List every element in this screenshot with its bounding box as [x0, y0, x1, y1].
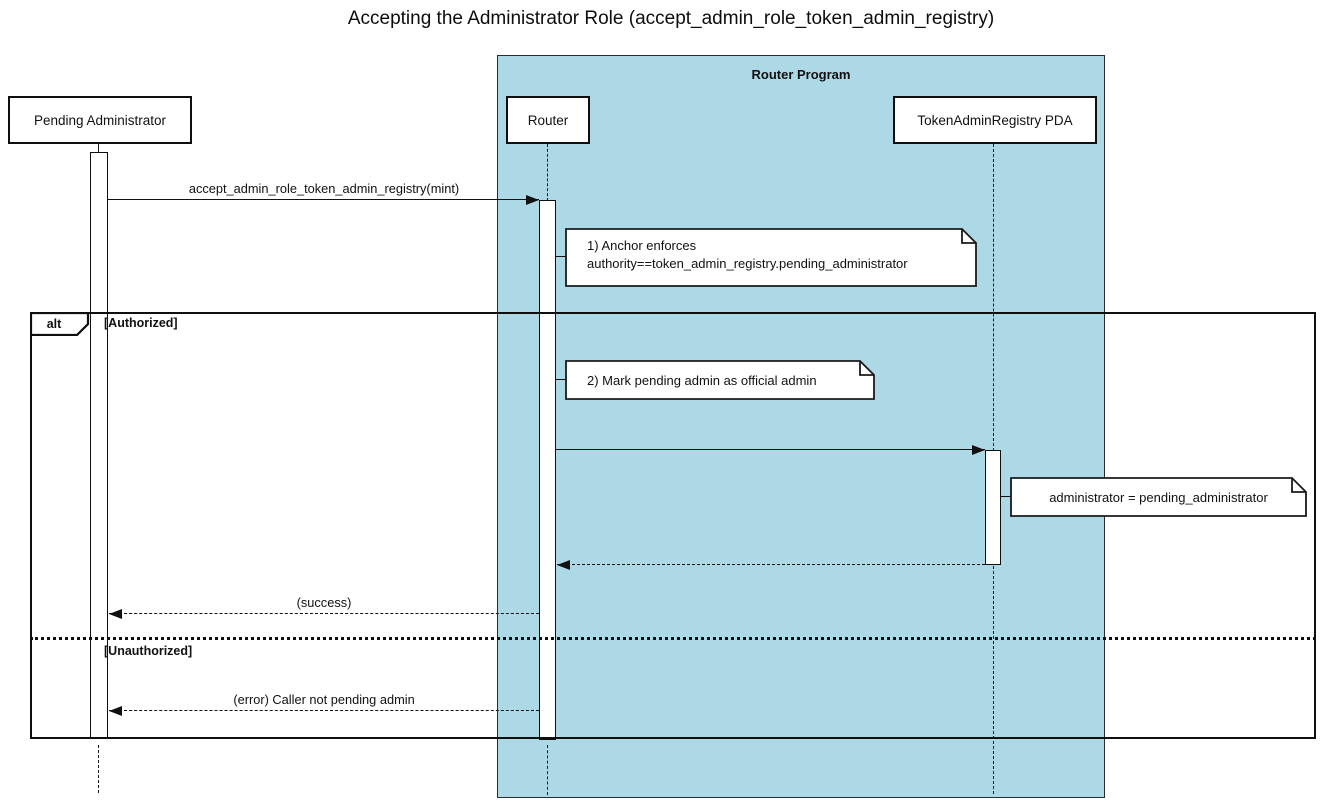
note-text: administrator = pending_administrator: [1010, 477, 1307, 517]
participant-label: Pending Administrator: [33, 112, 167, 128]
message-line-error: [109, 710, 539, 711]
participant-pending-administrator: Pending Administrator: [8, 96, 192, 144]
lifeline-registry-pda-bottom: [993, 566, 994, 794]
participant-router: Router: [506, 96, 590, 144]
note-text: 1) Anchor enforces authority==token_admi…: [565, 228, 999, 296]
note-connector: [555, 379, 566, 380]
alt-divider: [30, 637, 1316, 640]
note-shape: [565, 360, 875, 400]
message-label-accept-admin-role: accept_admin_role_token_admin_registry(m…: [188, 181, 460, 196]
lifeline-pending-administrator-stub: [98, 144, 99, 153]
note-administrator-assignment: administrator = pending_administrator: [1010, 477, 1307, 517]
note-shape: [1010, 477, 1307, 517]
lifeline-registry-pda-top: [993, 144, 994, 451]
participant-label: Router: [527, 112, 569, 128]
diagram-title: Accepting the Administrator Role (accept…: [347, 8, 995, 29]
arrowhead-right-icon: [972, 444, 985, 455]
message-line-accept-admin-role: [108, 199, 539, 200]
arrowhead-right-icon: [526, 194, 539, 205]
guard-unauthorized: [Unauthorized]: [104, 644, 193, 658]
note-connector: [555, 256, 566, 257]
arrowhead-left-icon: [109, 705, 122, 716]
message-line-success: [109, 613, 539, 614]
arrowhead-left-icon: [109, 608, 122, 619]
note-mark-pending-admin: 2) Mark pending admin as official admin: [565, 360, 875, 400]
message-label-success: (success): [296, 595, 352, 610]
lifeline-router-top: [547, 144, 548, 201]
activation-registry-pda: [985, 450, 1001, 565]
lifeline-pending-administrator-bottom: [98, 745, 99, 793]
note-line: authority==token_admin_registry.pending_…: [587, 256, 908, 271]
router-program-container: Router Program: [497, 55, 1105, 798]
guard-authorized: [Authorized]: [104, 316, 178, 330]
participant-token-admin-registry-pda: TokenAdminRegistry PDA: [893, 96, 1097, 144]
alt-operator-label: alt: [46, 316, 62, 331]
message-line-update-registry: [556, 449, 985, 450]
note-shape: [565, 228, 977, 287]
router-program-container-title: Router Program: [751, 67, 851, 82]
note-connector: [1000, 496, 1011, 497]
note-line: administrator = pending_administrator: [1049, 489, 1268, 505]
note-anchor-enforces: 1) Anchor enforces authority==token_admi…: [565, 228, 977, 287]
participant-label: TokenAdminRegistry PDA: [917, 112, 1073, 128]
alt-operator-tab: alt: [30, 312, 90, 336]
activation-router: [539, 200, 556, 740]
message-line-registry-return: [557, 564, 985, 565]
arrowhead-left-icon: [557, 559, 570, 570]
note-line: 2) Mark pending admin as official admin: [587, 372, 817, 388]
lifeline-router-bottom: [547, 745, 548, 795]
note-line: 1) Anchor enforces: [587, 238, 697, 253]
message-label-error: (error) Caller not pending admin: [233, 692, 415, 707]
note-text: 2) Mark pending admin as official admin: [565, 360, 897, 400]
